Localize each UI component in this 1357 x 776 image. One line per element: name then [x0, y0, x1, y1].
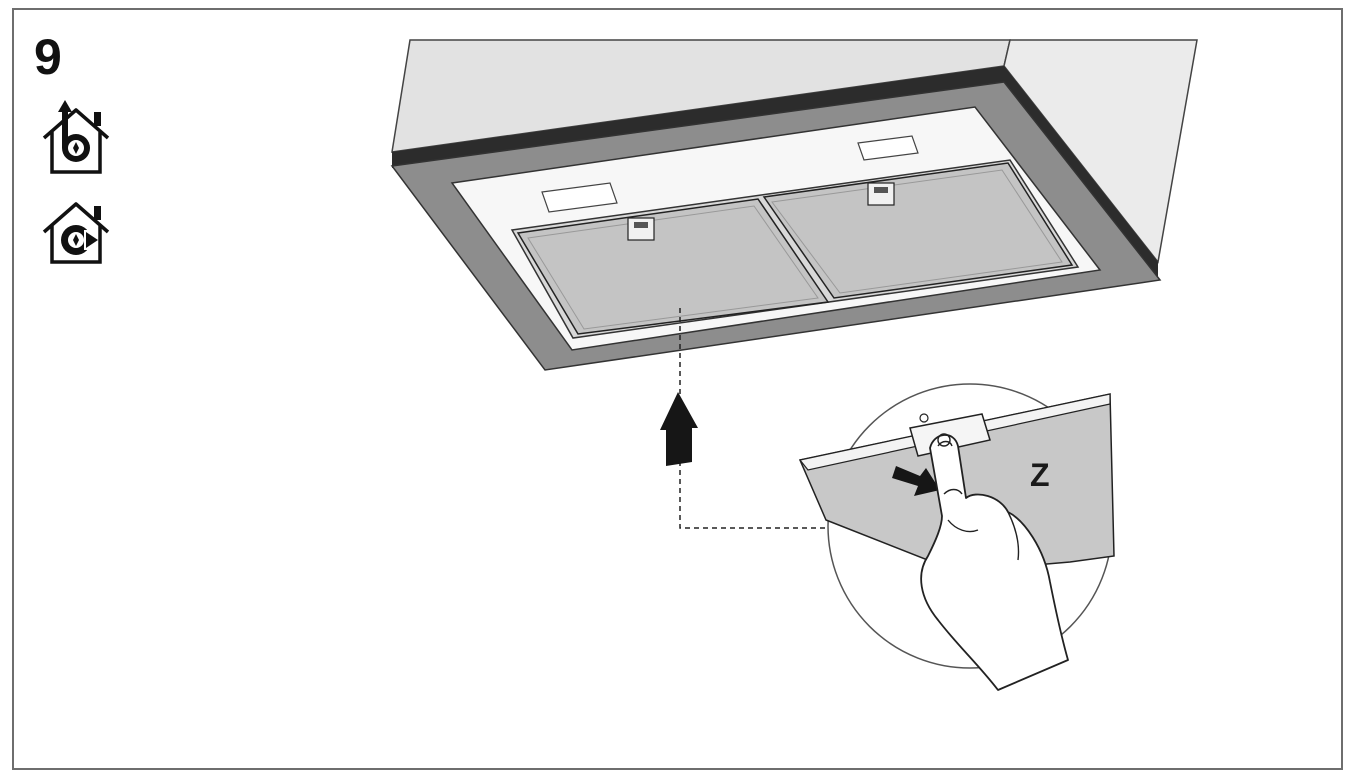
push-arrow-icon: [892, 466, 940, 496]
filter-left: [516, 198, 830, 335]
filter-handle-right: [867, 182, 895, 206]
dashed-guide-line: [679, 308, 832, 529]
extraction-mode-icon: [36, 100, 116, 178]
filter-handle-left: [627, 217, 655, 241]
detail-label-z: Z: [1030, 457, 1050, 493]
hand-press-icon: [920, 433, 1069, 691]
light-right: [857, 135, 919, 161]
light-left: [541, 182, 618, 213]
filter-right: [762, 162, 1074, 299]
step-number: 9: [34, 29, 62, 85]
up-arrow-icon: [660, 392, 698, 466]
recirculation-mode-icon: [36, 196, 116, 274]
hood-edge-band: [392, 66, 1158, 280]
